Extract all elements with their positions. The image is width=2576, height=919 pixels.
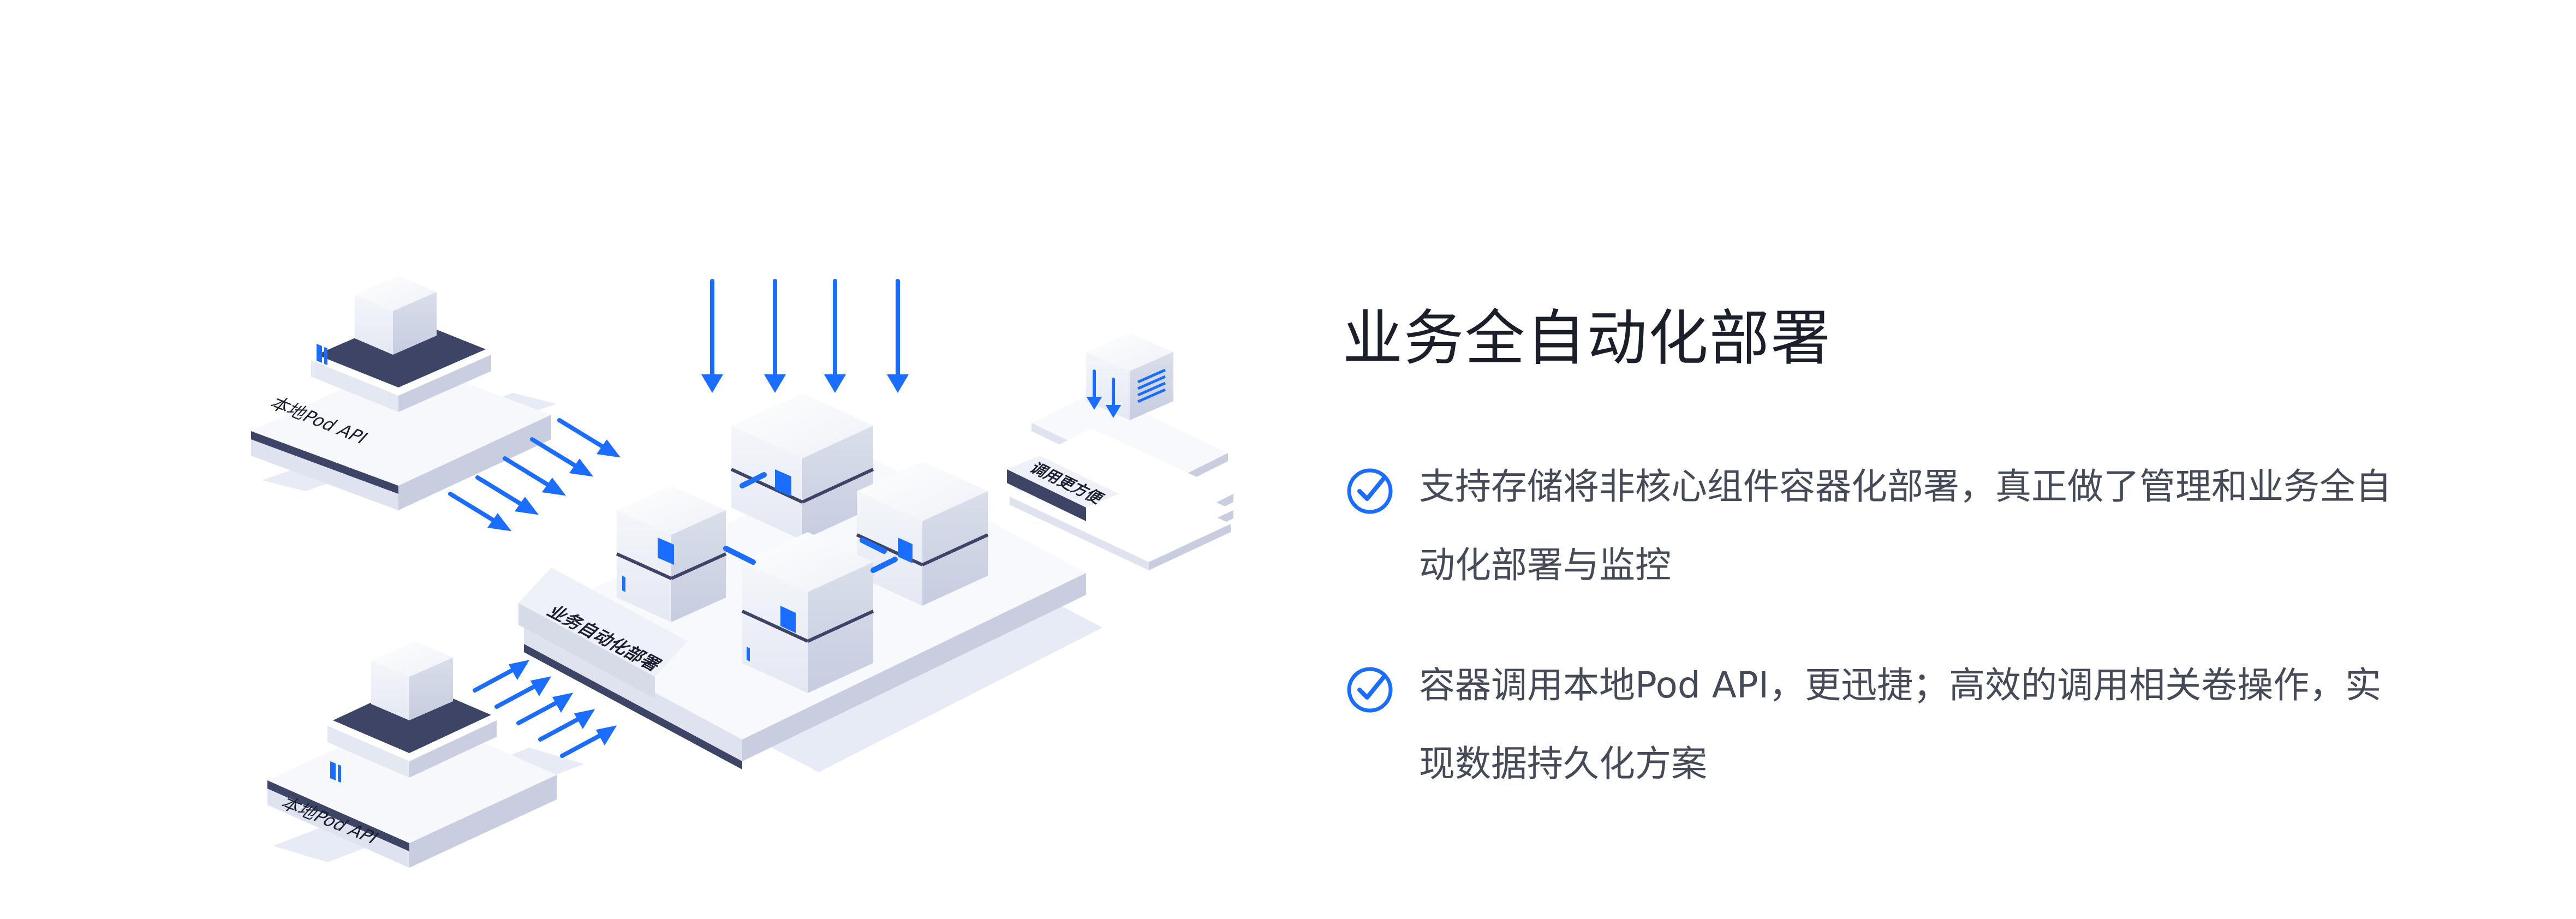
section-title: 业务全自动化部署 bbox=[1343, 303, 1832, 373]
container-cluster-right bbox=[856, 461, 989, 606]
container-cluster-front bbox=[741, 532, 874, 693]
container-cluster-left bbox=[616, 486, 727, 622]
container-cluster-back bbox=[730, 393, 874, 540]
feature-text: 容器调用本地Pod API，更迅捷；高效的调用相关卷操作，实现数据持久化方案 bbox=[1419, 664, 2382, 785]
arrows-vertical bbox=[701, 279, 909, 393]
feature-item: 容器调用本地Pod API，更迅捷；高效的调用相关卷操作，实现数据持久化方案 bbox=[1343, 646, 2407, 803]
arrows-bottom-left bbox=[473, 660, 617, 758]
check-circle-icon bbox=[1347, 667, 1393, 713]
right-stack: 调用更方便 bbox=[1007, 333, 1233, 570]
feature-item: 支持存储将非核心组件容器化部署，真正做了管理和业务全自动化部署与监控 bbox=[1343, 447, 2407, 605]
feature-content: 业务全自动化部署 支持存储将非核心组件容器化部署，真正做了管理和业务全自动化部署… bbox=[1343, 295, 2407, 803]
center-platform: 业务自动化部署 bbox=[518, 393, 1102, 772]
local-pod-api-server-bottom: 本地Pod API bbox=[267, 641, 584, 868]
check-circle-icon bbox=[1347, 468, 1393, 514]
arrows-top-left bbox=[448, 418, 621, 532]
cluster-connectors bbox=[723, 472, 898, 573]
feature-text: 支持存储将非核心组件容器化部署，真正做了管理和业务全自动化部署与监控 bbox=[1419, 466, 2392, 586]
automation-illustration: 本地Pod API bbox=[251, 276, 1233, 868]
local-pod-api-server-top: 本地Pod API bbox=[251, 276, 557, 510]
